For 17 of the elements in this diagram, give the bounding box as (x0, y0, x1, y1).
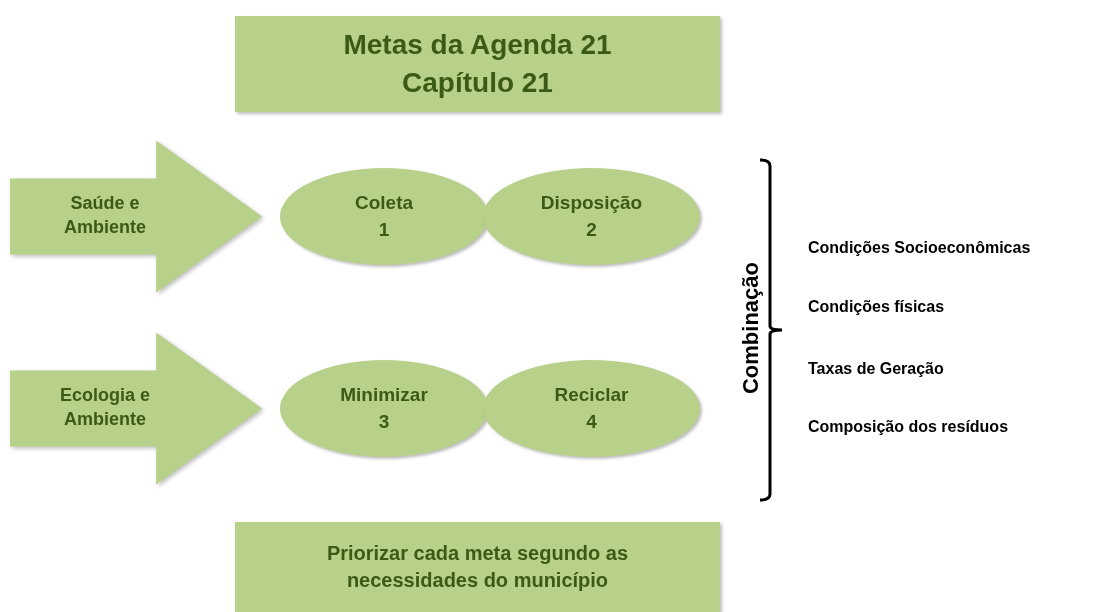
node-text: Disposição 2 (539, 191, 644, 242)
title-box (235, 522, 720, 612)
factor-label: Taxas de Geração (808, 359, 944, 379)
factor-label: Condições Socioeconômicas (808, 238, 1031, 258)
edge-label: Saúde e Ambiente (63, 191, 147, 240)
block-arrow (10, 332, 262, 485)
title-box (235, 16, 720, 112)
node-text: Reciclar 4 (553, 383, 630, 434)
factor-label: Condições físicas (808, 297, 945, 317)
block-arrow (10, 140, 262, 293)
node-text: Minimizar 3 (339, 383, 429, 434)
vertical-label: Combinação (737, 261, 762, 396)
factor-label: Composição dos resíduos (808, 417, 1009, 437)
node-text: Metas da Agenda 21 Capítulo 21 (342, 27, 613, 100)
edge-label: Ecologia e Ambiente (59, 383, 151, 432)
node-text: Priorizar cada meta segundo as necessidades do município (325, 540, 630, 593)
node-text: Coleta 1 (353, 191, 415, 242)
